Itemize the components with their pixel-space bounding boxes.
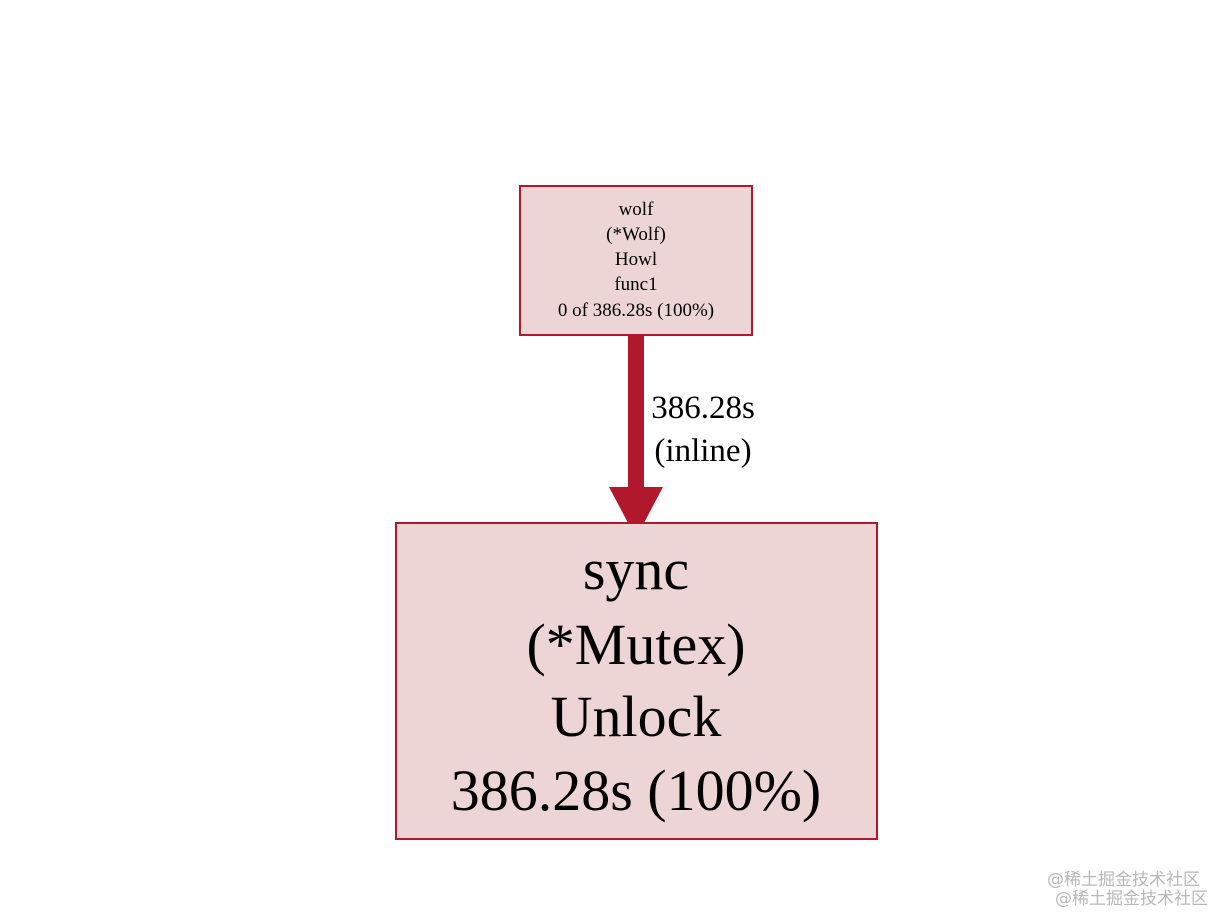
edge-label-inline: (inline) (654, 433, 751, 469)
node-unlock-line-cost: 386.28s (100%) (451, 758, 822, 823)
node-wolf-line-package: wolf (619, 199, 655, 220)
node-sync-mutex-unlock-box (395, 522, 878, 840)
node-wolf-howl-func1[interactable]: wolf (*Wolf) Howl func1 0 of 386.28s (10… (519, 185, 753, 336)
node-sync-mutex-unlock[interactable]: sync (*Mutex) Unlock 386.28s (100%) (395, 522, 878, 840)
node-wolf-howl-func1-box (519, 185, 753, 336)
node-unlock-line-receiver: (*Mutex) (526, 612, 745, 677)
edge-wolf-to-unlock-arrowhead (609, 487, 663, 538)
watermark-text: @稀土掘金技术社区 (1047, 870, 1200, 890)
node-wolf-line-method: Howl (615, 249, 657, 270)
edge-label-weight: 386.28s (651, 390, 755, 426)
node-wolf-line-cost: 0 of 386.28s (100%) (558, 300, 714, 321)
node-unlock-line-method: Unlock (551, 684, 722, 749)
node-wolf-line-receiver: (*Wolf) (606, 224, 666, 245)
node-unlock-line-package: sync (583, 537, 689, 602)
watermark-text-shadow: @稀土掘金技术社区 (1055, 889, 1208, 909)
edge-wolf-to-unlock[interactable]: 386.28s (inline) (609, 336, 755, 538)
node-wolf-line-closure: func1 (614, 274, 657, 295)
